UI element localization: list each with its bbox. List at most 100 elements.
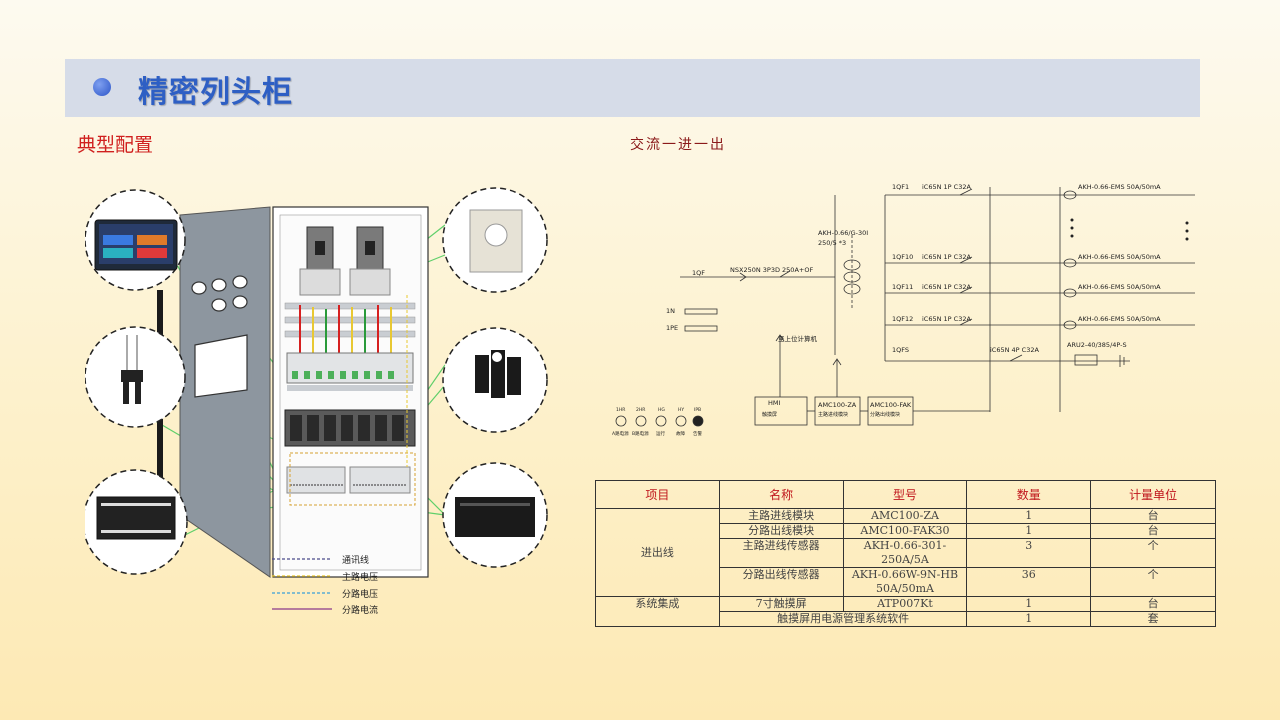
branch-sensor: AKH-0.66-EMS 50A/50mA — [1078, 315, 1161, 323]
pe-bar-label: 1PE — [666, 324, 678, 332]
table-header: 项目 — [595, 480, 720, 509]
branch-sensor: AKH-0.66-EMS 50A/50mA — [1078, 183, 1161, 191]
indicator-code: HG — [658, 407, 665, 413]
hmi-sub-label: 触摸屏 — [762, 411, 777, 418]
hmi-label: HMI — [768, 399, 780, 407]
sensor-ratio-label: 250/5 *3 — [818, 239, 846, 247]
legend-label: 主路电压 — [342, 571, 378, 583]
title-bar: 精密列头柜 — [65, 59, 1200, 117]
legend-label: 分路电流 — [342, 604, 378, 616]
model-cell: AKH-0.66-301-250A/5A — [842, 538, 968, 568]
n-bar-label: 1N — [666, 307, 675, 315]
table-row: 主路进线传感器 AKH-0.66-301-250A/5A 3 个 — [596, 538, 1216, 568]
model-cell: ATP007Kt — [842, 596, 968, 612]
branch-sensor: AKH-0.66-EMS 50A/50mA — [1078, 283, 1161, 291]
branch-ct-image — [475, 350, 521, 398]
upper-pc-label: 至上位计算机 — [778, 334, 818, 343]
indicator-label: 告警 — [693, 430, 702, 437]
spd-breaker: iC65N 4P C32A — [990, 346, 1039, 354]
branch-breakers — [286, 352, 414, 391]
amc-fak-label: AMC100-FAK — [870, 401, 912, 409]
indicator-code: 2HR — [636, 407, 645, 413]
qty-cell: 36 — [966, 567, 1092, 597]
cabinet-illustration: 通讯线 主路电压 分路电压 分路电流 — [85, 187, 548, 616]
branch-id: 1QF10 — [892, 253, 913, 261]
indicator-code: IPB — [694, 407, 701, 413]
branch-breaker: iC65N 1P C32A — [922, 253, 971, 261]
name-cell: 7寸触摸屏 — [718, 596, 844, 612]
unit-cell: 个 — [1090, 567, 1216, 597]
branch-wires — [299, 305, 392, 353]
module-image-left — [96, 496, 176, 540]
table-row: 系统集成 7寸触摸屏 ATP007Kt 1 台 — [595, 596, 1216, 627]
table-row: 分路出线模块 AMC100-FAK30 1 台 — [596, 523, 1216, 539]
amc-za-label: AMC100-ZA — [818, 401, 857, 409]
door-window — [194, 334, 248, 398]
model-cell: AMC100-ZA — [842, 508, 968, 524]
unit-cell: 台 — [1090, 523, 1216, 539]
name-cell: 分路出线模块 — [718, 523, 844, 539]
bullet-icon — [93, 78, 111, 96]
spd-device: ARU2-40/385/4P-S — [1067, 341, 1127, 349]
legend-label: 分路电压 — [342, 588, 378, 600]
name-cell: 主路进线模块 — [718, 508, 844, 524]
indicator-label: 运行 — [656, 430, 665, 437]
qty-cell: 1 — [966, 611, 1092, 627]
config-table: 项目 名称 型号 数量 计量单位 进出线 主路进线模块 AMC100-ZA 1 … — [595, 480, 1216, 627]
category-cell: 系统集成 — [595, 596, 720, 627]
table-header: 型号 — [842, 480, 968, 509]
branch-breaker: iC65N 1P C32A — [922, 183, 971, 191]
spd-branch-id: 1QFS — [892, 346, 909, 354]
branch-id: 1QF11 — [892, 283, 913, 291]
unit-cell: 套 — [1090, 611, 1216, 627]
name-cell: 触摸屏用电源管理系统软件 — [718, 611, 968, 627]
indicator-label: B路电源 — [632, 430, 649, 437]
table-header-row: 项目 名称 型号 数量 计量单位 — [595, 480, 1216, 509]
qty-cell: 1 — [966, 523, 1092, 539]
amc-za-sub-label: 主路进线模块 — [818, 411, 848, 418]
name-cell: 分路出线传感器 — [718, 567, 844, 597]
module-image-right — [455, 497, 535, 537]
qty-cell: 3 — [966, 538, 1092, 568]
unit-cell: 台 — [1090, 596, 1216, 612]
monitor-modules — [286, 466, 411, 494]
busbars — [284, 302, 416, 338]
indicator-label: A路电源 — [612, 430, 629, 437]
main-breakers — [299, 226, 391, 296]
table-row: 触摸屏用电源管理系统软件 1 套 — [596, 611, 1216, 627]
sensor-label: AKH-0.66/G-30I — [818, 229, 868, 237]
wire-legend: 通讯线 主路电压 分路电压 分路电流 — [272, 554, 378, 616]
table-row: 分路出线传感器 AKH-0.66W-9N-HB 50A/50mA 36 个 — [596, 567, 1216, 597]
branch-sensor: AKH-0.66-EMS 50A/50mA — [1078, 253, 1161, 261]
branch-breaker: iC65N 1P C32A — [922, 315, 971, 323]
unit-cell: 个 — [1090, 538, 1216, 568]
amc-fak-sub-label: 分路出线模块 — [870, 411, 900, 418]
table-header: 计量单位 — [1090, 480, 1216, 509]
main-ct-image — [469, 209, 523, 273]
model-cell: AMC100-FAK30 — [842, 523, 968, 539]
table-row: 进出线 主路进线模块 AMC100-ZA 1 台 — [595, 508, 1216, 597]
touchscreen-image — [94, 219, 178, 271]
right-subtitle: 交流一进一出 — [630, 137, 726, 153]
legend-label: 通讯线 — [342, 554, 369, 566]
table-header: 名称 — [718, 480, 844, 509]
branch-id: 1QF12 — [892, 315, 913, 323]
category-cell: 进出线 — [595, 508, 720, 597]
unit-cell: 台 — [1090, 508, 1216, 524]
model-cell: AKH-0.66W-9N-HB 50A/50mA — [842, 567, 968, 597]
name-cell: 主路进线传感器 — [718, 538, 844, 568]
table-header: 数量 — [966, 480, 1092, 509]
indicator-code: HY — [678, 407, 684, 413]
current-sensors — [284, 409, 416, 447]
sensor-wire-image — [121, 335, 143, 404]
left-subtitle: 典型配置 — [77, 134, 154, 156]
branch-id: 1QF1 — [892, 183, 909, 191]
ellipsis-dots — [1070, 218, 1189, 241]
qty-cell: 1 — [966, 596, 1092, 612]
electrical-schematic: 1QF NSX250N 3P3D 250A+OF AKH-0.66/G-30I … — [612, 183, 1195, 437]
door-buttons — [191, 275, 248, 312]
page-title: 精密列头柜 — [138, 75, 293, 110]
indicator-code: 1HR — [616, 407, 625, 413]
main-breaker-label: NSX250N 3P3D 250A+OF — [730, 266, 813, 274]
branch-breaker: iC65N 1P C32A — [922, 283, 971, 291]
